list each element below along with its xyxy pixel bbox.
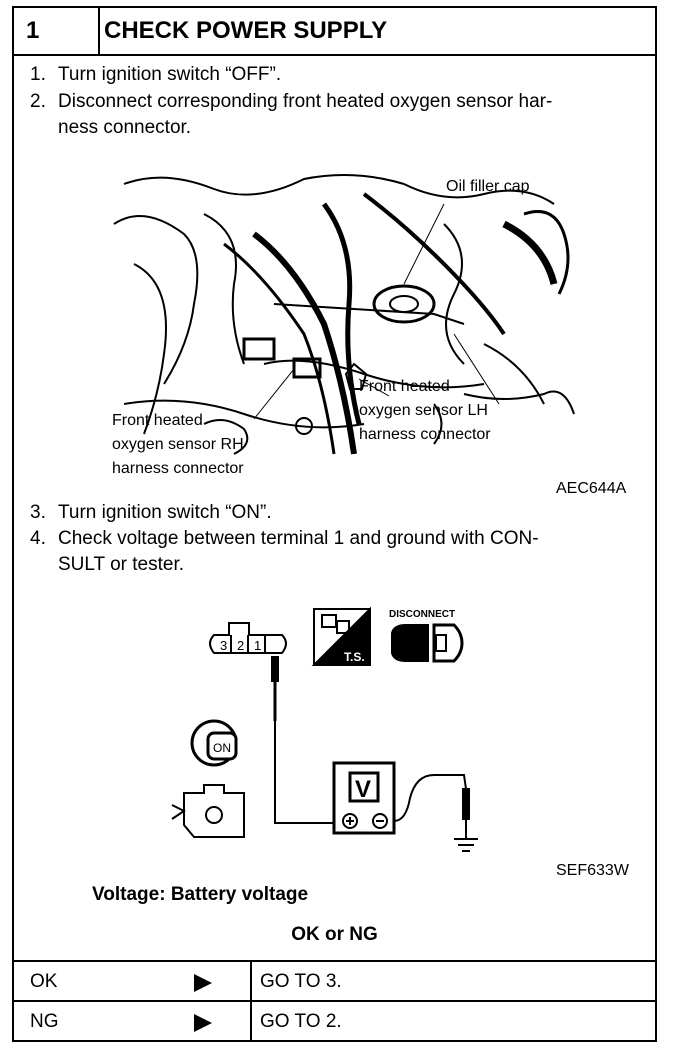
- instruction-4: 4. Check voltage between terminal 1 and g…: [30, 526, 539, 552]
- terminal-2-label: 2: [237, 638, 244, 653]
- instruction-2-text: Disconnect corresponding front heated ox…: [58, 91, 553, 112]
- step-header: 1 CHECK POWER SUPPLY: [14, 8, 655, 56]
- result-row-ok: OK GO TO 3.: [14, 960, 655, 1002]
- step-number: 1: [14, 8, 100, 54]
- engine-bay-illustration: [113, 174, 575, 455]
- voltmeter-label: V: [355, 776, 371, 803]
- instruction-3-text: Turn ignition switch “ON”.: [58, 502, 272, 523]
- ignition-key-icon: [190, 719, 238, 767]
- voltmeter-icon: [332, 761, 396, 835]
- instruction-2-cont: ness connector.: [58, 117, 192, 138]
- disconnect-label: DISCONNECT: [389, 609, 455, 620]
- instruction-1-text: Turn ignition switch “OFF”.: [58, 64, 282, 85]
- oil-filler-cap-label: Oil filler cap: [446, 178, 530, 195]
- lh-connector-label-line3: harness connector: [359, 426, 491, 443]
- instruction-4-text: Check voltage between terminal 1 and gro…: [58, 528, 539, 549]
- rh-connector-label-line1: Front heated: [112, 412, 203, 429]
- instruction-2-num: 2.: [30, 91, 46, 112]
- result-title: OK or NG: [291, 924, 378, 945]
- ts-label: T.S.: [344, 650, 365, 664]
- ignition-on-label: ON: [213, 741, 231, 755]
- rh-connector-label-line2: oxygen sensor RH: [112, 436, 244, 453]
- instruction-3-num: 3.: [30, 502, 46, 523]
- instruction-3: 3. Turn ignition switch “ON”.: [30, 500, 272, 526]
- step-title: CHECK POWER SUPPLY: [104, 17, 388, 44]
- result-status: OK: [30, 971, 58, 992]
- terminal-1-label: 1: [254, 638, 261, 653]
- voltage-spec: Voltage: Battery voltage: [92, 884, 309, 905]
- terminal-3-label: 3: [220, 638, 227, 653]
- result-action: GO TO 3.: [260, 971, 342, 992]
- instruction-1: 1. Turn ignition switch “OFF”.: [30, 62, 281, 88]
- instruction-1-num: 1.: [30, 64, 46, 85]
- engine-icon: [171, 784, 245, 838]
- instruction-4-num: 4.: [30, 528, 46, 549]
- result-status: NG: [30, 1011, 59, 1032]
- lh-connector-label-line1: Front heated: [359, 378, 450, 395]
- lh-connector-label-line2: oxygen sensor LH: [359, 402, 488, 419]
- harness-connector-icon: [209, 622, 287, 654]
- procedure-page: 1 CHECK POWER SUPPLY 1. Turn ignition swi…: [12, 6, 657, 1042]
- ts-badge-icon: [311, 606, 371, 666]
- figure2-code: SEF633W: [556, 862, 629, 879]
- arrow-right-icon: [194, 974, 212, 992]
- instruction-2: 2. Disconnect corresponding front heated …: [30, 89, 552, 115]
- rh-connector-label-line3: harness connector: [112, 460, 244, 477]
- instruction-4-cont: SULT or tester.: [58, 554, 185, 575]
- disconnect-icon: [391, 623, 464, 663]
- result-row-ng: NG GO TO 2.: [14, 1000, 655, 1042]
- voltage-check-diagram: 3 2 1 T.S. DISCONNECT ON V: [171, 606, 478, 852]
- arrow-right-icon: [194, 1014, 212, 1032]
- result-action: GO TO 2.: [260, 1011, 342, 1032]
- figure1-code: AEC644A: [556, 480, 627, 497]
